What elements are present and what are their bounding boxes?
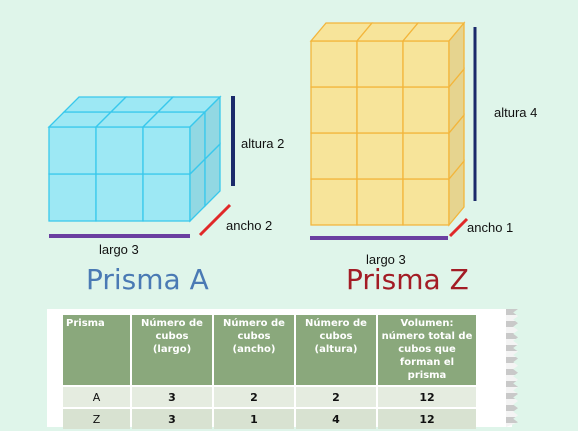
prism-a-length-label: largo 3 (99, 242, 139, 257)
header-altura: Número de cubos (altura) (296, 315, 376, 385)
cube-front-face (48, 173, 97, 222)
prism-z-width-line (448, 217, 469, 238)
header-volumen: Volumen: número total de cubos que forma… (378, 315, 476, 385)
cube-front-face (356, 86, 404, 134)
cube-front-face (310, 86, 358, 134)
cell-altura: 4 (296, 409, 376, 429)
prism-a-title: Prisma A (86, 263, 209, 296)
cube-front-face (356, 178, 404, 226)
header-largo: Número de cubos (largo) (132, 315, 212, 385)
cube-front-face (95, 173, 144, 222)
prism-z-title: Prisma Z (346, 263, 469, 296)
prism-a-width-line (198, 203, 232, 237)
header-ancho: Número de cubos (ancho) (214, 315, 294, 385)
table-row: A 3 2 2 12 (63, 387, 476, 407)
cube-front-face (48, 126, 97, 175)
cube-front-face (310, 178, 358, 226)
cube-front-face (402, 132, 450, 180)
prism-z-height-label: altura 4 (494, 105, 538, 120)
prism-a-height-label: altura 2 (241, 136, 285, 151)
prism-a-width-label: ancho 2 (226, 218, 273, 233)
cell-largo: 3 (132, 387, 212, 407)
cube-front-face (402, 40, 450, 88)
header-prisma: Prisma (63, 315, 130, 385)
prism-z-length-label: largo 3 (366, 252, 406, 267)
prism-volume-table: Prisma Número de cubos (largo) Número de… (61, 313, 478, 431)
cube-front-face (356, 40, 404, 88)
prism-table-panel: Prisma Número de cubos (largo) Número de… (47, 309, 518, 429)
cube-front-face (95, 126, 144, 175)
table-row: Z 3 1 4 12 (63, 409, 476, 429)
cell-ancho: 2 (214, 387, 294, 407)
prism-z-width-label: ancho 1 (467, 220, 514, 235)
cube-front-face (356, 132, 404, 180)
cube-front-face (310, 40, 358, 88)
cube-front-face (402, 178, 450, 226)
cell-volumen: 12 (378, 387, 476, 407)
cube-side-face (204, 95, 221, 161)
cell-ancho: 1 (214, 409, 294, 429)
cell-prisma: A (63, 387, 130, 407)
cell-prisma: Z (63, 409, 130, 429)
cube-front-face (142, 126, 191, 175)
table-header-row: Prisma Número de cubos (largo) Número de… (63, 315, 476, 385)
cube-front-face (310, 132, 358, 180)
cell-altura: 2 (296, 387, 376, 407)
cell-largo: 3 (132, 409, 212, 429)
cube-side-face (448, 21, 465, 89)
cube-front-face (402, 86, 450, 134)
cube-front-face (142, 173, 191, 222)
cell-volumen: 12 (378, 409, 476, 429)
